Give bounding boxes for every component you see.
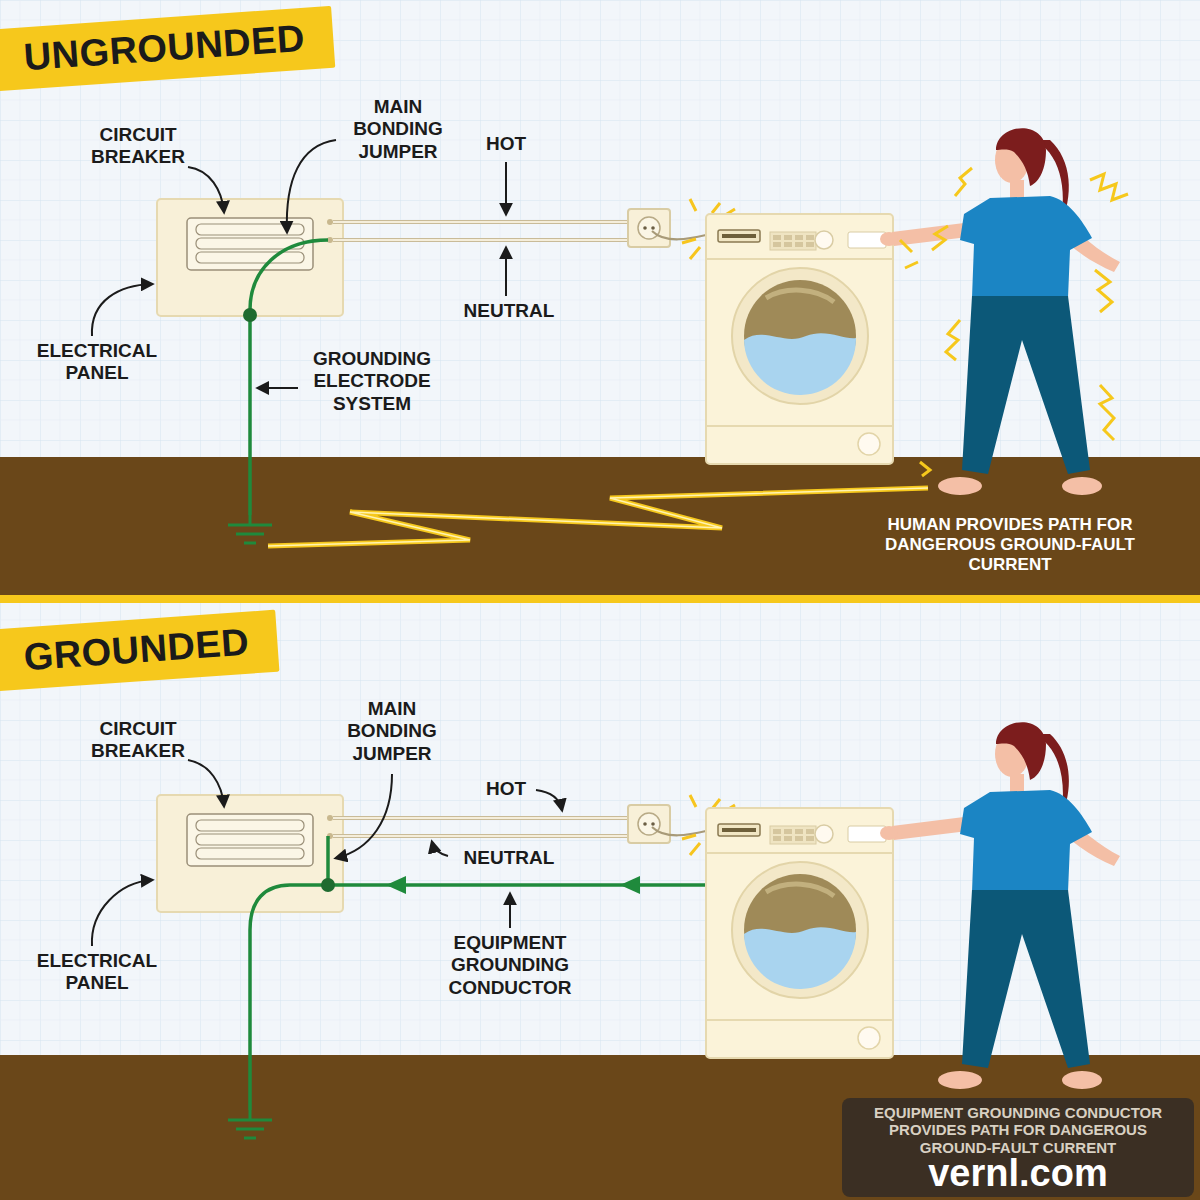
part-label: EQUIPMENT GROUNDING CONDUCTOR	[433, 932, 588, 999]
part-label: GROUNDING ELECTRODE SYSTEM	[297, 348, 447, 415]
panel-title: UNGROUNDED	[22, 18, 308, 80]
part-label: HOT	[471, 133, 541, 155]
part-label: NEUTRAL	[449, 300, 569, 322]
part-label: CIRCUIT BREAKER	[73, 718, 203, 763]
part-label: CIRCUIT BREAKER	[73, 124, 203, 169]
part-label: ELECTRICAL PANEL	[22, 340, 172, 385]
part-label: HUMAN PROVIDES PATH FOR DANGEROUS GROUND…	[879, 515, 1141, 575]
panel-title: GROUNDED	[22, 621, 252, 679]
caption-text: EQUIPMENT GROUNDING CONDUCTOR PROVIDES P…	[852, 1104, 1184, 1156]
part-label: ELECTRICAL PANEL	[22, 950, 172, 995]
part-label: HOT	[471, 778, 541, 800]
part-label: MAIN BONDING JUMPER	[336, 96, 461, 163]
part-label: MAIN BONDING JUMPER	[330, 698, 455, 765]
watermark: vernl.com	[848, 1151, 1188, 1196]
part-label: NEUTRAL	[449, 847, 569, 869]
